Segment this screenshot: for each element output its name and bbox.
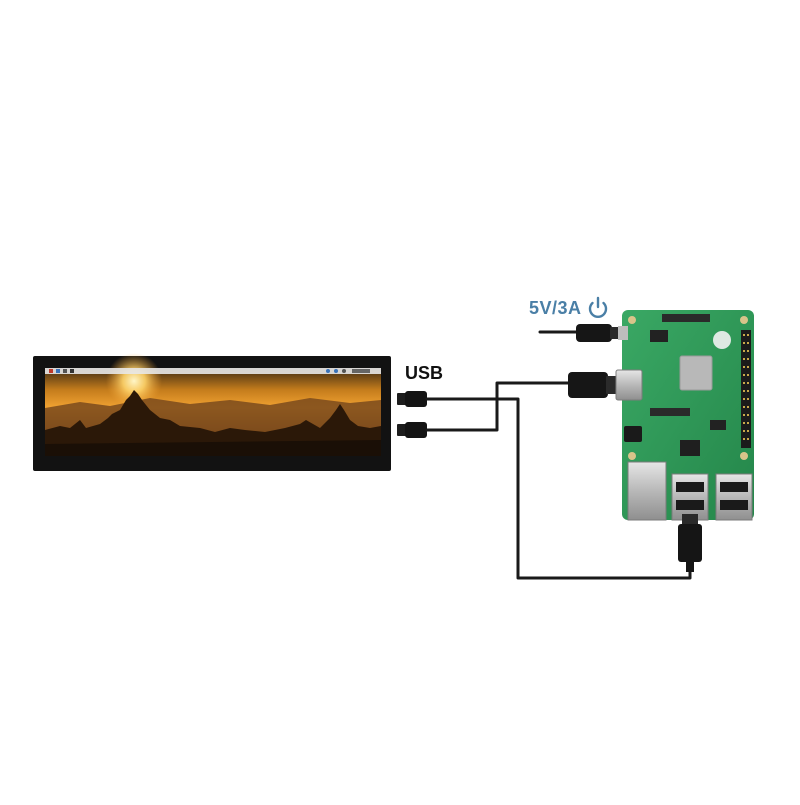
desktop-taskbar xyxy=(45,368,381,374)
display-hdmi-plug xyxy=(405,391,427,407)
usb-port-pair-1 xyxy=(671,473,709,521)
pi-hdmi-plug-body xyxy=(568,372,608,398)
soc-chip xyxy=(679,355,713,391)
pi-usb-plug xyxy=(678,514,702,572)
taskbar-browser-icon xyxy=(56,369,60,373)
wifi-chip xyxy=(650,330,668,342)
taskbar-clock xyxy=(352,369,370,373)
usb-cable xyxy=(425,397,692,580)
pi-hdmi-plug-tip xyxy=(606,376,618,394)
usb-slot xyxy=(720,500,748,510)
mounting-hole xyxy=(628,452,636,460)
audio-jack xyxy=(624,426,642,442)
pi-hdmi-plug xyxy=(568,372,618,398)
power-plug-tip xyxy=(610,327,620,339)
display-ribbon-connector xyxy=(662,314,710,322)
hdmi-port xyxy=(615,369,643,401)
foreground-trees xyxy=(45,440,381,456)
taskbar-volume-icon xyxy=(342,369,346,373)
power-icon xyxy=(588,296,608,318)
power-rating-label: 5V/3A xyxy=(529,298,582,318)
usb-slot xyxy=(720,482,748,492)
taskbar-terminal-icon xyxy=(70,369,74,373)
gpio-header xyxy=(741,330,751,448)
display-usb-plug xyxy=(405,422,427,438)
usb-label: USB xyxy=(405,363,444,383)
temple-silhouettes xyxy=(45,390,381,456)
power-plug xyxy=(576,324,620,342)
raspberry-pi-board xyxy=(615,310,754,521)
taskbar-bluetooth-icon xyxy=(326,369,330,373)
usb-slot xyxy=(676,500,704,510)
usb-controller-chip xyxy=(680,440,700,456)
small-chip xyxy=(710,420,726,430)
power-plug-body xyxy=(576,324,612,342)
display-connectors xyxy=(397,391,427,438)
ethernet-port xyxy=(627,461,667,521)
hdmi-cable xyxy=(425,381,577,432)
taskbar-folder-icon xyxy=(63,369,67,373)
usb-slot xyxy=(676,482,704,492)
camera-ribbon-connector xyxy=(650,408,690,416)
pi-usb-plug-strain-relief xyxy=(686,560,694,572)
gpio-pins xyxy=(743,334,749,440)
raspberry-logo-icon xyxy=(713,331,731,349)
sun-glow xyxy=(106,353,162,409)
usb-port-pair-2 xyxy=(715,473,753,521)
taskbar-menu-icon xyxy=(49,369,53,373)
mounting-hole xyxy=(740,452,748,460)
micro-usb-port xyxy=(618,326,628,340)
pi-usb-plug-tip xyxy=(682,514,698,526)
taskbar-wifi-icon xyxy=(334,369,338,373)
mounting-hole xyxy=(740,316,748,324)
hdmi-display xyxy=(33,353,391,471)
mounting-hole xyxy=(628,316,636,324)
pi-usb-plug-body xyxy=(678,524,702,562)
cables xyxy=(425,330,692,580)
